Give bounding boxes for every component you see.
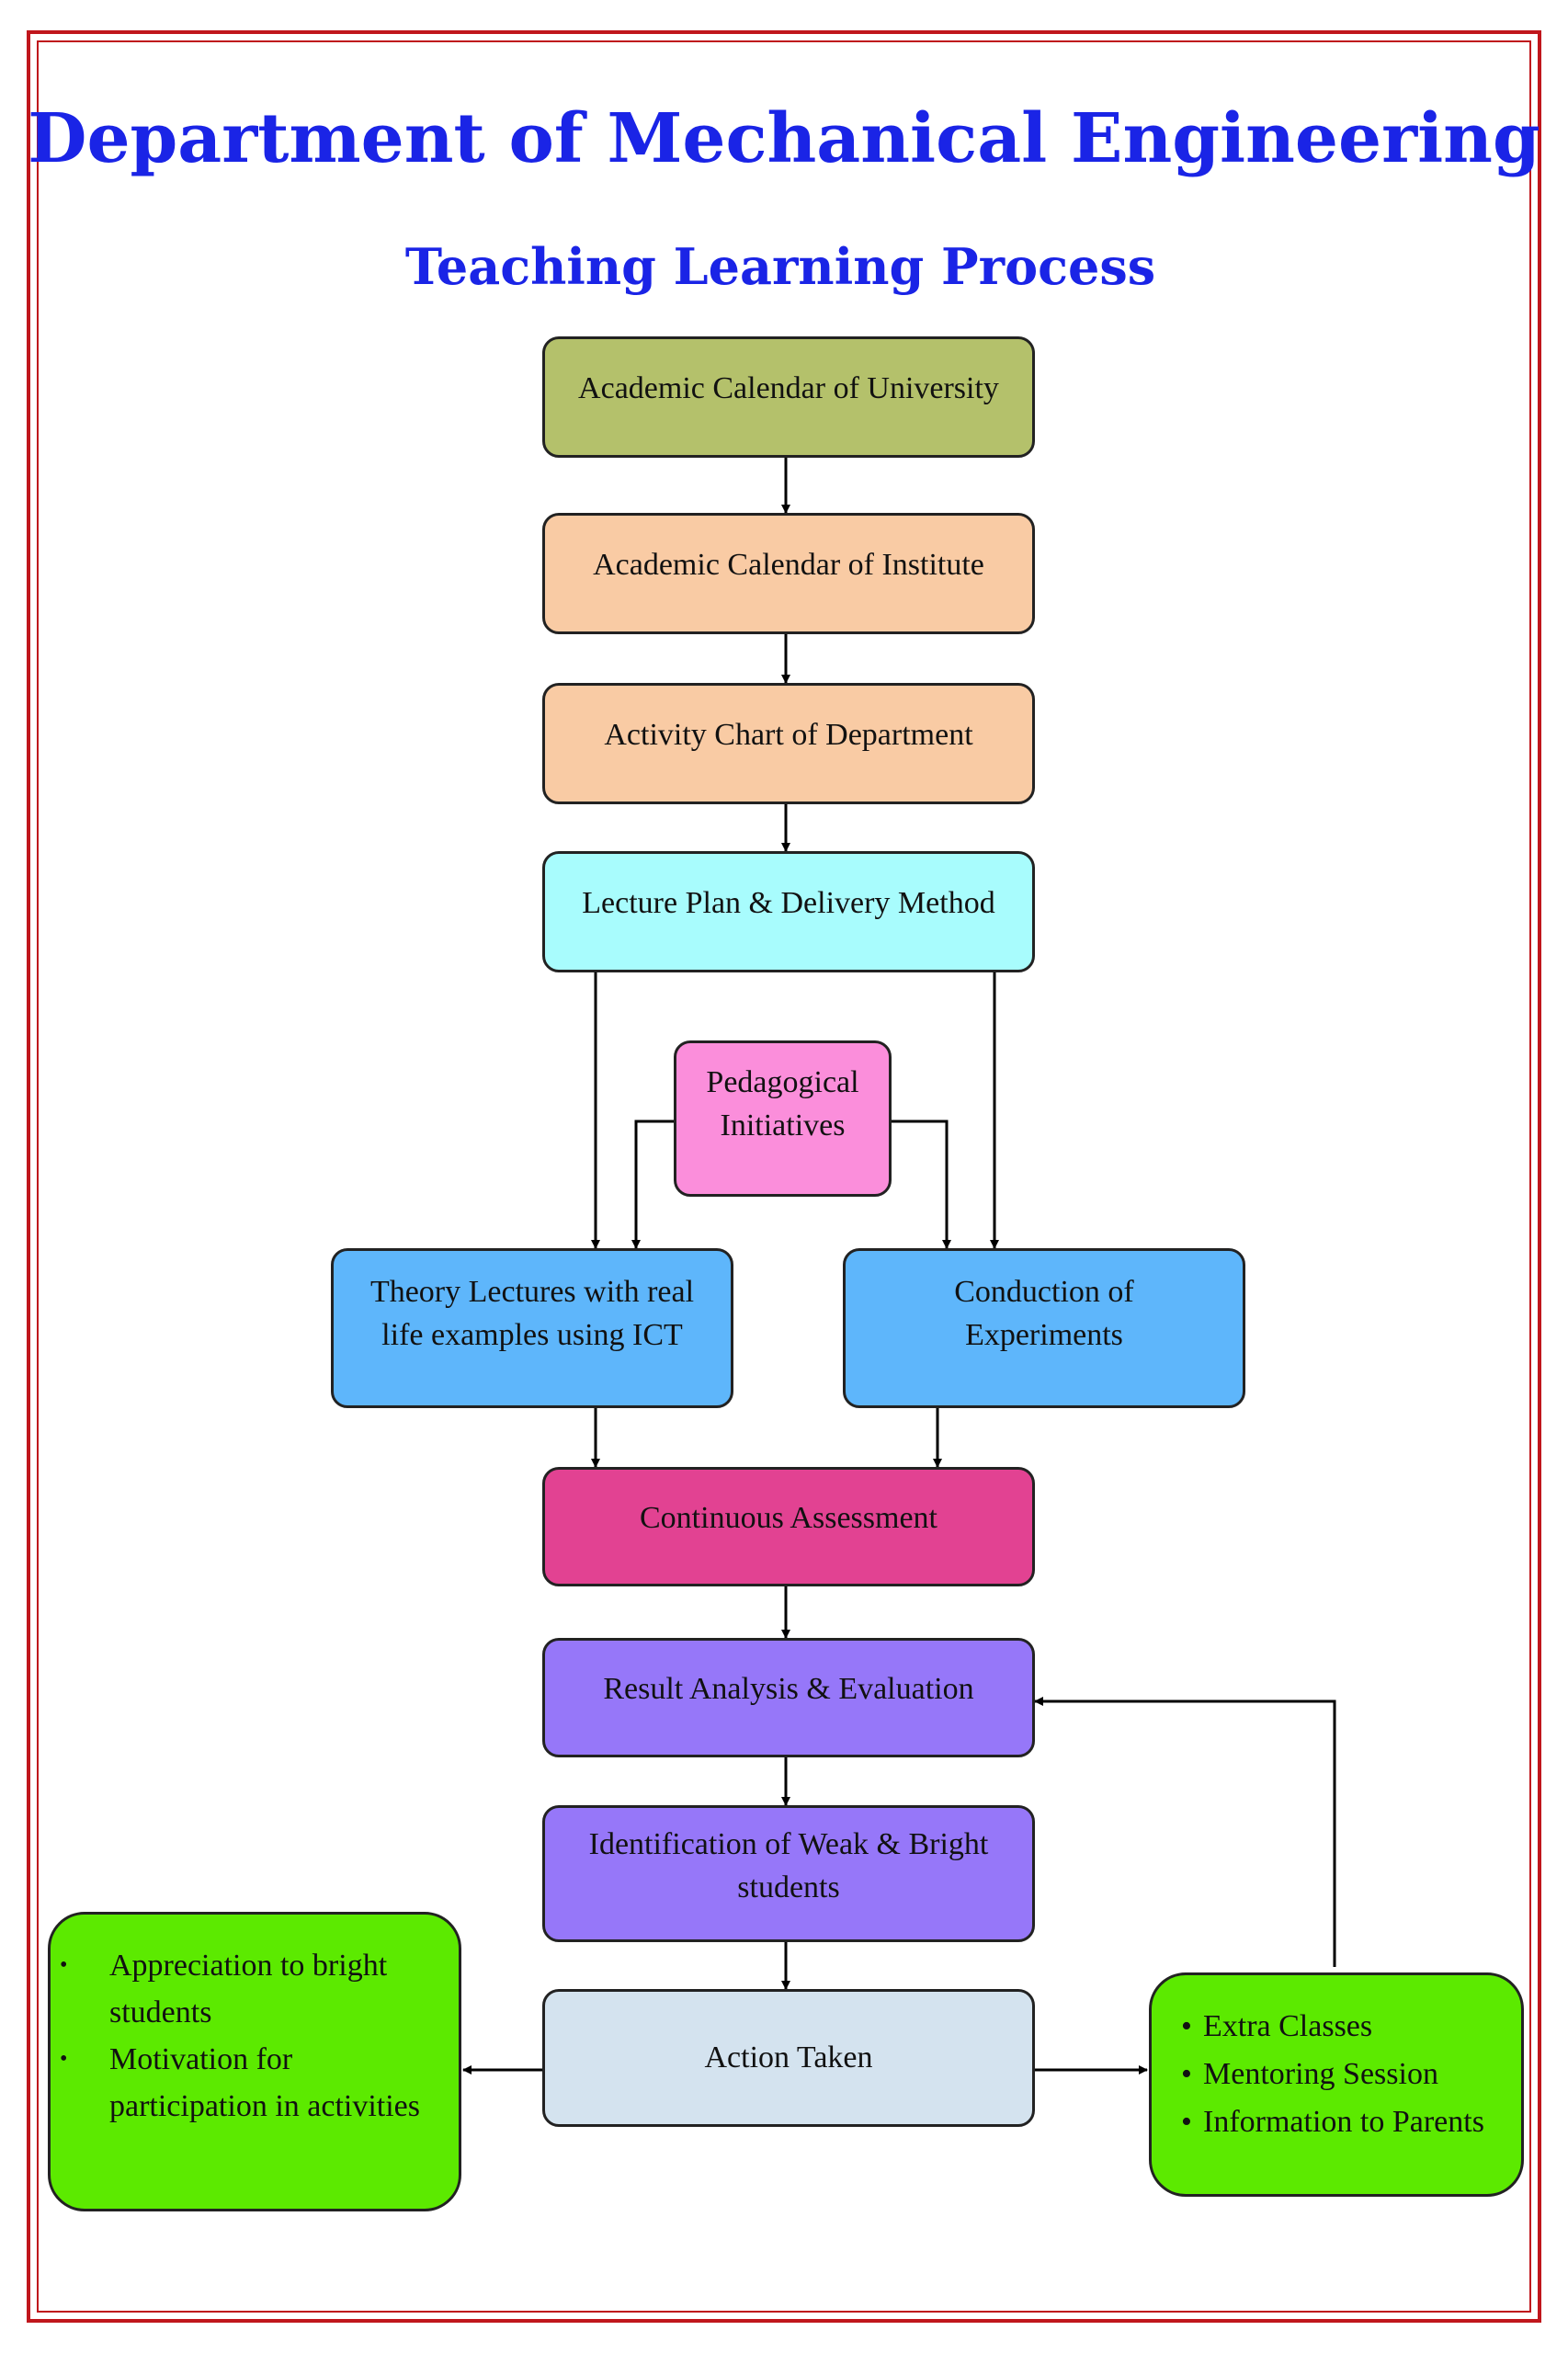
weak-student-actions-box: • Extra Classes • Mentoring Session • In… — [1149, 1972, 1524, 2197]
lecture-plan-box: Lecture Plan & Delivery Method — [542, 851, 1035, 972]
conduction-experiments-box: Conduction of Experiments — [843, 1248, 1245, 1408]
diagram-subtitle: Teaching Learning Process — [404, 237, 1156, 296]
pedagogical-initiatives-box: Pedagogical Initiatives — [674, 1040, 892, 1197]
list-item: • Appreciation to bright students — [60, 1942, 449, 2036]
arrow-pedagogical-to-theory — [631, 1120, 674, 1249]
bullet-icon: • — [1181, 2009, 1192, 2043]
academic-calendar-institute-box: Academic Calendar of Institute — [542, 513, 1035, 634]
action-taken-box: Action Taken — [542, 1989, 1035, 2127]
result-analysis-box: Result Analysis & Evaluation — [542, 1638, 1035, 1757]
arrow-pedagogical-to-conduction — [892, 1120, 951, 1249]
bright-student-actions-list: • Appreciation to bright students • Moti… — [60, 1942, 449, 2130]
academic-calendar-university-box: Academic Calendar of University — [542, 336, 1035, 458]
bullet-icon: • — [60, 2047, 68, 2071]
page-border-outer — [27, 30, 1541, 2323]
activity-chart-box: Activity Chart of Department — [542, 683, 1035, 804]
weak-student-actions-list: • Extra Classes • Mentoring Session • In… — [1181, 2003, 1512, 2146]
bullet-icon: • — [1181, 2105, 1192, 2139]
list-item: • Mentoring Session — [1181, 2051, 1512, 2098]
list-item: • Information to Parents — [1181, 2098, 1512, 2146]
page-title: Department of Mechanical Engineering — [28, 99, 1540, 178]
bullet-icon: • — [60, 1953, 68, 1977]
page-border-inner — [37, 40, 1531, 2313]
theory-lectures-box: Theory Lectures with real life examples … — [331, 1248, 733, 1408]
list-item: • Motivation for participation in activi… — [60, 2036, 449, 2130]
arrow-feedback-to-result — [1034, 1697, 1336, 1967]
bright-student-actions-box: • Appreciation to bright students • Moti… — [48, 1912, 461, 2211]
list-item: • Extra Classes — [1181, 2003, 1512, 2051]
continuous-assessment-box: Continuous Assessment — [542, 1467, 1035, 1586]
identification-students-box: Identification of Weak & Bright students — [542, 1805, 1035, 1942]
bullet-icon: • — [1181, 2057, 1192, 2091]
